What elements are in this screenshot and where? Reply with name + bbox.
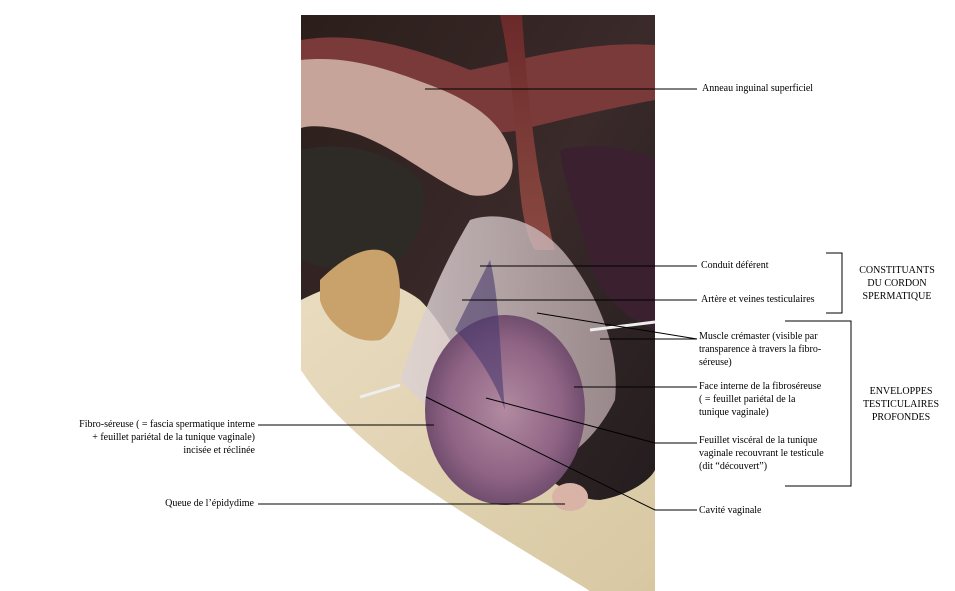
label-muscle-cremaster: Muscle crémaster (visible par transparen… xyxy=(699,331,822,368)
leader-feuillet xyxy=(485,397,656,444)
label-face-interne: Face interne de la fibroséreuse ( = feui… xyxy=(699,381,822,418)
label-cavite-vaginale: Cavité vaginale xyxy=(699,505,762,516)
label-anneau-inguinal: Anneau inguinal superficiel xyxy=(702,83,814,94)
group-label-enveloppes: ENVELOPPES TESTICULAIRES PROFONDES xyxy=(862,386,940,423)
label-fibro-sereuse: Fibro-séreuse ( = fascia spermatique int… xyxy=(79,419,255,456)
bracket-enveloppes xyxy=(785,320,852,487)
bracket-cordon xyxy=(826,252,843,314)
label-queue-epididyme: Queue de l’épidydime xyxy=(165,498,254,509)
leader-cavite xyxy=(425,396,656,511)
label-conduit-deferent: Conduit déférent xyxy=(701,260,769,271)
group-label-cordon: CONSTITUANTS DU CORDON SPERMATIQUE xyxy=(859,265,935,302)
label-artere-veines: Artère et veines testiculaires xyxy=(701,294,815,305)
label-feuillet-visceral: Feuillet viscéral de la tunique vaginale… xyxy=(699,435,824,472)
leader-muscle-1 xyxy=(536,312,698,340)
